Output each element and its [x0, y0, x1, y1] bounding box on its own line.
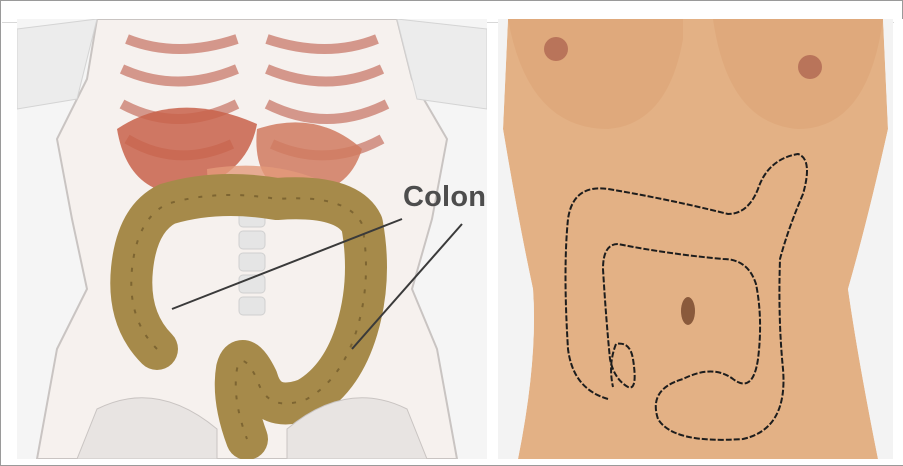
right-border-strip [894, 19, 903, 465]
navel [681, 297, 695, 325]
anatomy-svg [17, 19, 487, 459]
torso-svg [498, 19, 893, 459]
left-nipple [544, 37, 568, 61]
torso-photo [498, 19, 893, 459]
right-nipple [798, 55, 822, 79]
spine [239, 209, 265, 315]
colon-label: Colon [403, 181, 486, 214]
anatomy-illustration [17, 19, 487, 459]
